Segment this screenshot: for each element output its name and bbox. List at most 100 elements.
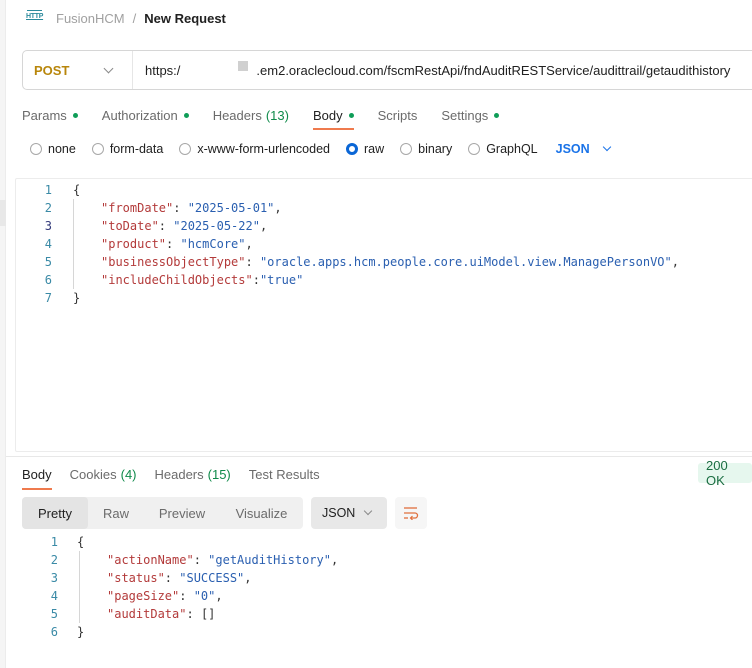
line-number: 7 <box>44 291 52 305</box>
response-format-select[interactable]: JSON <box>311 497 387 529</box>
json-sep: : <box>158 219 174 233</box>
response-tab-test-results[interactable]: Test Results <box>249 465 320 483</box>
json-key: "status" <box>107 571 165 585</box>
line-number: 4 <box>50 589 58 603</box>
tab-body[interactable]: Body <box>312 106 354 130</box>
json-trail: , <box>274 201 282 215</box>
tab-count: (15) <box>207 466 231 482</box>
view-raw[interactable]: Raw <box>102 505 129 521</box>
code-text: } <box>77 625 85 639</box>
view-visualize[interactable]: Visualize <box>235 505 288 521</box>
radio-circle-icon <box>400 143 413 155</box>
json-key: "actionName" <box>107 553 194 567</box>
code-line: 3"toDate": "2025-05-22", <box>16 217 752 235</box>
response-tabs: Body Cookies(4) Headers(15) Test Results <box>22 465 338 490</box>
line-number: 5 <box>50 607 58 621</box>
tab-label: Body <box>312 107 343 123</box>
json-key: "auditData" <box>107 607 187 621</box>
json-trail: , <box>244 571 252 585</box>
json-value: "SUCCESS" <box>179 571 245 585</box>
code-line: 5"auditData": [] <box>22 605 752 623</box>
code-line: 7} <box>16 289 752 307</box>
url-bar: POST https:/ .em2.oraclecloud.com/fscmRe… <box>22 50 752 90</box>
view-preview[interactable]: Preview <box>158 505 206 521</box>
tab-label: Cookies <box>69 466 117 482</box>
code-text: { <box>77 535 85 549</box>
tab-label: Body <box>22 466 52 482</box>
json-trail: , <box>245 237 253 251</box>
json-value: "2025-05-22" <box>173 219 260 233</box>
view-pretty[interactable]: Pretty <box>22 497 88 529</box>
pane-divider[interactable] <box>6 456 752 457</box>
tab-authorization[interactable]: Authorization <box>102 106 189 124</box>
tab-label: Headers <box>212 107 262 123</box>
radio-none[interactable]: none <box>30 142 76 156</box>
response-tab-headers[interactable]: Headers(15) <box>155 465 231 483</box>
radio-circle-icon <box>91 143 104 155</box>
response-tab-cookies[interactable]: Cookies(4) <box>70 465 137 483</box>
tab-scripts[interactable]: Scripts <box>378 106 418 124</box>
tab-label: Headers <box>154 466 204 482</box>
radio-label: raw <box>364 142 385 156</box>
status-dot-icon <box>72 112 78 118</box>
json-sep: : <box>245 255 260 269</box>
tab-headers[interactable]: Headers(13) <box>213 106 289 124</box>
code-line: 2"actionName": "getAuditHistory", <box>22 551 752 569</box>
code-line: 4"product": "hcmCore", <box>16 235 752 253</box>
left-sidebar-rail <box>0 0 6 668</box>
redacted-block <box>238 61 249 71</box>
url-prefix: https:/ <box>145 62 181 78</box>
tab-count: (13) <box>265 107 289 123</box>
json-sep: : <box>252 273 260 287</box>
format-label: JSON <box>322 506 356 520</box>
radio-label: none <box>48 142 76 156</box>
active-tab-indicator <box>312 128 354 130</box>
json-value: "getAuditHistory" <box>208 553 331 567</box>
url-input[interactable]: https:/ .em2.oraclecloud.com/fscmRestApi… <box>133 61 730 78</box>
breadcrumb: HTTP FusionHCM / New Request <box>26 8 226 28</box>
radio-x-www-form-urlencoded[interactable]: x-www-form-urlencoded <box>179 142 330 156</box>
json-trail: , <box>330 553 339 567</box>
line-number: 4 <box>44 237 52 251</box>
line-number: 2 <box>44 201 52 215</box>
http-icon: HTTP <box>26 10 44 25</box>
method-select[interactable]: POST <box>23 51 133 89</box>
breadcrumb-collection[interactable]: FusionHCM <box>56 10 125 26</box>
json-sep: : <box>166 237 181 251</box>
response-tab-body[interactable]: Body <box>22 465 52 490</box>
chevron-down-icon <box>103 63 114 74</box>
radio-binary[interactable]: binary <box>400 142 452 156</box>
radio-raw[interactable]: raw <box>346 142 384 156</box>
tab-count: (4) <box>120 466 137 482</box>
wrap-lines-button[interactable] <box>395 497 427 529</box>
radio-label: x-www-form-urlencoded <box>197 142 330 156</box>
json-trail: , <box>259 219 268 233</box>
json-key: "includeChildObjects" <box>101 273 253 287</box>
status-dot-icon <box>348 112 354 118</box>
code-line: 1{ <box>22 533 752 551</box>
json-key: "businessObjectType" <box>101 255 246 269</box>
request-title[interactable]: New Request <box>144 10 226 26</box>
tab-settings[interactable]: Settings <box>441 106 500 124</box>
body-type-options: none form-data x-www-form-urlencoded raw… <box>30 142 614 156</box>
radio-label: form-data <box>109 142 164 156</box>
json-key: "toDate" <box>101 219 159 233</box>
json-key: "fromDate" <box>101 201 174 215</box>
radio-form-data[interactable]: form-data <box>91 142 164 156</box>
radio-selected-icon <box>346 143 358 155</box>
line-number: 6 <box>44 273 52 287</box>
tab-label: Settings <box>441 107 489 123</box>
status-badge[interactable]: 200 OK <box>698 458 752 488</box>
json-sep: : <box>179 589 194 603</box>
request-body-editor[interactable]: 1{ 2"fromDate": "2025-05-01", 3"toDate":… <box>15 178 752 452</box>
body-language-select[interactable]: JSON <box>556 142 614 156</box>
tab-label: Authorization <box>101 107 178 123</box>
json-sep: : <box>173 201 188 215</box>
response-body-viewer[interactable]: 1{ 2"actionName": "getAuditHistory", 3"s… <box>22 533 752 653</box>
code-line: 6"includeChildObjects":"true" <box>16 271 752 289</box>
tab-params[interactable]: Params <box>22 106 78 124</box>
line-number: 6 <box>50 625 58 639</box>
code-line: 6} <box>22 623 752 641</box>
radio-graphql[interactable]: GraphQL <box>468 142 538 156</box>
indent-guide <box>73 199 74 289</box>
